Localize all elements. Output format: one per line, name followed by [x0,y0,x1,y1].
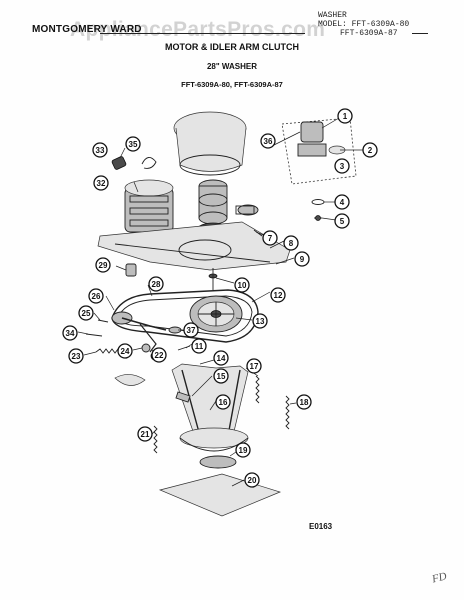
svg-text:18: 18 [300,398,309,407]
motor-mounting-plate [97,221,291,271]
model-line: MODEL: FFT-6309A-80 [318,20,410,29]
diagram-code: E0163 [309,522,333,531]
svg-text:34: 34 [66,329,75,338]
callout-1: 1 [337,108,353,124]
svg-text:23: 23 [72,352,81,361]
callout-36: 36 [260,133,276,149]
transmission-housing [173,111,247,176]
callout-18: 18 [296,394,312,410]
ghost-base [158,473,282,517]
model-line: WASHER [318,11,347,20]
callout-34: 34 [62,325,78,341]
callout-2: 2 [362,142,378,158]
svg-text:11: 11 [195,342,204,351]
callout-22: 22 [151,347,167,363]
svg-text:28: 28 [152,280,161,289]
svg-text:14: 14 [217,354,226,363]
leader-lines [77,117,363,487]
svg-text:2: 2 [368,146,373,155]
callout-17: 17 [246,358,262,374]
header-dash [412,33,428,34]
svg-text:13: 13 [256,317,265,326]
svg-text:26: 26 [92,292,101,301]
svg-text:37: 37 [187,326,196,335]
callout-21: 21 [137,426,153,442]
basket-pulley [189,295,243,333]
callout-23: 23 [68,348,84,364]
callout-15: 15 [213,368,229,384]
motor-plug [111,156,157,170]
callout-3: 3 [334,158,350,174]
svg-text:17: 17 [250,362,259,371]
callout-11: 11 [191,338,207,354]
callout-37: 37 [183,322,199,338]
drive-belt [111,289,259,343]
callout-12: 12 [270,287,286,303]
idler-bracket-parts [235,199,325,237]
callout-24: 24 [117,343,133,359]
svg-text:3: 3 [340,162,345,171]
callout-19: 19 [235,442,251,458]
svg-text:22: 22 [155,351,164,360]
header-rule [100,33,305,34]
diagram-subtitle: 28" WASHER [206,62,258,71]
svg-text:7: 7 [268,234,273,243]
motor [124,179,174,246]
callout-5: 5 [334,213,350,229]
callout-14: 14 [213,350,229,366]
svg-text:29: 29 [99,261,108,270]
svg-text:25: 25 [82,309,91,318]
svg-text:8: 8 [289,239,294,248]
brand-name: MONTGOMERY WARD [32,24,142,35]
callout-7: 7 [262,230,278,246]
svg-text:9: 9 [300,255,305,264]
ghost-part [114,374,146,386]
support-frame [171,363,249,441]
callout-8: 8 [283,235,299,251]
callout-29: 29 [95,257,111,273]
model-line: FFT-6309A-87 [340,29,398,38]
svg-text:32: 32 [97,179,106,188]
svg-text:20: 20 [248,476,257,485]
callout-9: 9 [294,251,310,267]
callout-35: 35 [125,136,141,152]
model-block: WASHER MODEL: FFT-6309A-80 FFT-6309A-87 [318,11,409,38]
svg-text:16: 16 [219,398,228,407]
svg-text:33: 33 [96,146,105,155]
svg-text:10: 10 [238,281,247,290]
svg-text:1: 1 [343,112,348,121]
inset-box [281,117,357,185]
callout-26: 26 [88,288,104,304]
svg-text:21: 21 [141,430,150,439]
model-numbers: FFT-6309A-80, FFT-6309A-87 [181,80,283,89]
base-dish [179,427,249,469]
watermark: AppliancePartsPros.com [70,18,326,41]
svg-text:15: 15 [217,372,226,381]
callout-32: 32 [93,175,109,191]
callout-4: 4 [334,194,350,210]
callout-10: 10 [234,277,250,293]
callout-33: 33 [92,142,108,158]
svg-text:24: 24 [121,347,130,356]
callout-16: 16 [215,394,231,410]
svg-text:36: 36 [264,137,273,146]
callout-28: 28 [148,276,164,292]
svg-text:5: 5 [340,217,345,226]
small-hardware [125,263,218,290]
callout-25: 25 [78,305,94,321]
svg-text:35: 35 [129,140,138,149]
svg-text:4: 4 [340,198,345,207]
svg-text:12: 12 [274,291,283,300]
callout-20: 20 [244,472,260,488]
callout-13: 13 [252,313,268,329]
svg-text:19: 19 [239,446,248,455]
diagram-title: MOTOR & IDLER ARM CLUTCH [165,42,299,52]
